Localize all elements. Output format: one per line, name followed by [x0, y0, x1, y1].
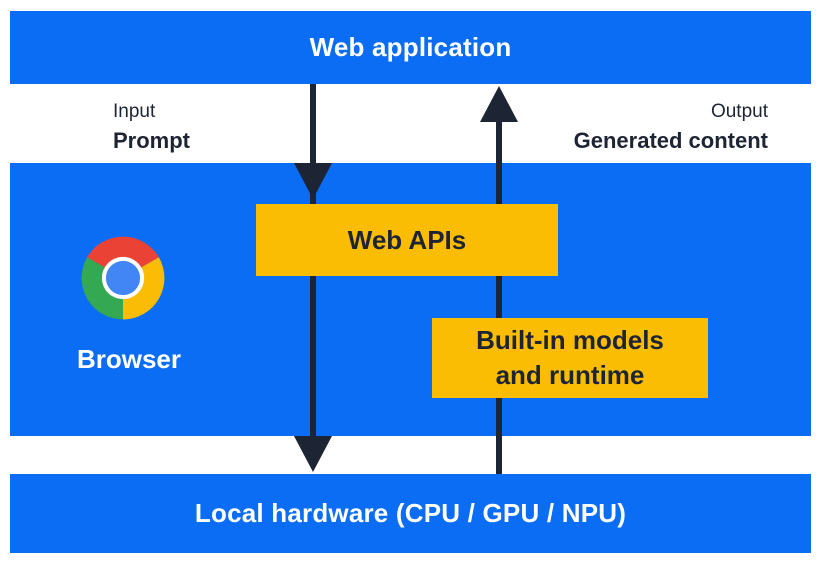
web-application-label: Web application	[309, 32, 512, 62]
output-flow-arrowhead	[480, 86, 518, 122]
builtin-models-label-line1: Built-in models	[476, 324, 664, 355]
browser-label: Browser	[76, 344, 182, 374]
output-value: Generated content	[573, 128, 768, 154]
web-application-band: Web application	[10, 11, 811, 84]
local-hardware-band: Local hardware (CPU / GPU / NPU)	[10, 474, 811, 553]
web-apis-box: Web APIs	[256, 204, 558, 276]
input-value: Prompt	[113, 128, 190, 154]
input-flow-arrowhead-top	[294, 163, 332, 199]
output-label-group: Output Generated content	[574, 100, 768, 155]
builtin-models-label-line2: and runtime	[495, 360, 645, 390]
input-title: Input	[113, 101, 156, 122]
web-apis-label: Web APIs	[347, 224, 467, 255]
chrome-logo-blue-core	[105, 260, 141, 296]
input-flow-arrowhead-bottom	[294, 436, 332, 472]
chrome-logo-icon	[81, 236, 165, 320]
input-label-group: Input Prompt	[113, 100, 190, 155]
output-title: Output	[710, 101, 768, 122]
local-hardware-label: Local hardware (CPU / GPU / NPU)	[194, 498, 627, 528]
builtin-models-box: Built-in models and runtime	[432, 318, 708, 398]
output-flow-arrow-line	[496, 120, 502, 474]
